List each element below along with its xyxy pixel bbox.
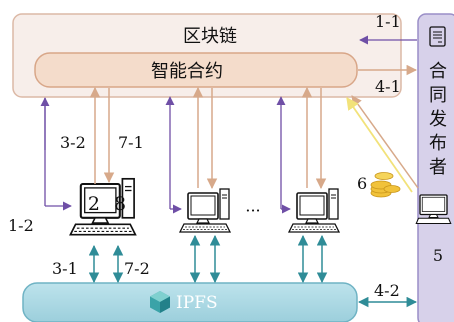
label-1-1: 1-1 <box>375 12 401 31</box>
publisher-computer-icon <box>415 194 452 225</box>
ipfs-title: IPFS <box>176 293 218 313</box>
label-1-2: 1-2 <box>8 216 34 235</box>
publisher-char-1: 合 <box>429 61 447 82</box>
smart-contract-title: 智能合约 <box>151 61 223 82</box>
label-7-2: 7-2 <box>124 259 150 278</box>
publisher-char-4: 布 <box>429 133 447 154</box>
arrow-6 <box>346 96 413 193</box>
coins-icon <box>370 172 401 198</box>
label-7-1: 7-1 <box>118 133 144 152</box>
blockchain-title: 区块链 <box>183 26 237 47</box>
ipfs-cube-icon <box>150 291 170 313</box>
label-6: 6 <box>357 174 367 193</box>
label-4-1: 4-1 <box>375 77 401 96</box>
publisher-char-2: 同 <box>429 85 447 106</box>
node-computer-3 <box>288 188 340 233</box>
publisher-char-5: 者 <box>429 157 447 178</box>
contract-document-icon <box>429 26 446 47</box>
label-4-2: 4-2 <box>374 281 400 300</box>
arrow-publisher-contract <box>351 95 419 189</box>
label-3-2: 3-2 <box>60 133 86 152</box>
publisher-box <box>417 13 454 322</box>
nodes-ellipsis: ··· <box>245 201 260 220</box>
publisher-char-3: 发 <box>429 109 447 130</box>
publisher-number: 5 <box>433 246 443 265</box>
label-3-1: 3-1 <box>52 259 78 278</box>
node-computer-2 <box>179 188 231 233</box>
node-1-screen-label: 2 8 <box>88 193 130 215</box>
